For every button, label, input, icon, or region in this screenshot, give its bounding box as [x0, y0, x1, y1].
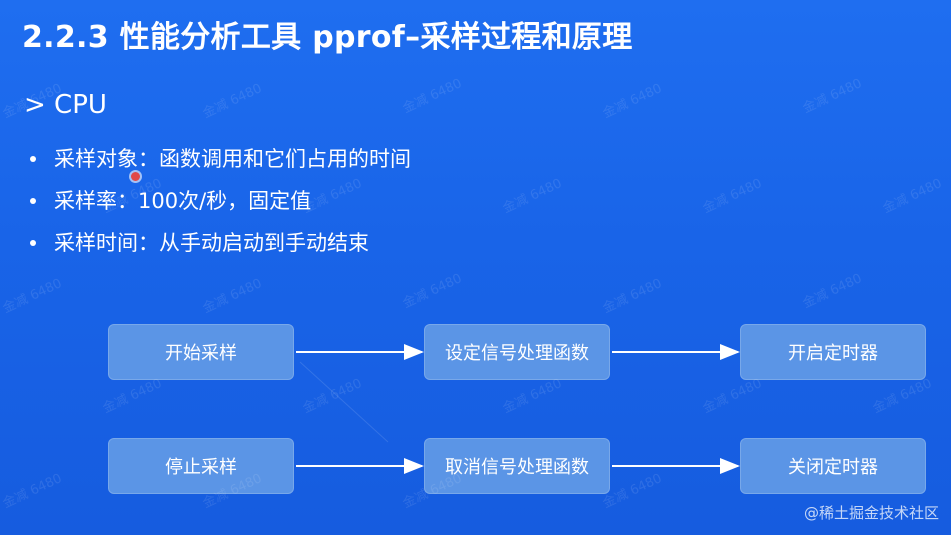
watermark: 金减 6480	[800, 271, 865, 312]
watermark: 金减 6480	[0, 471, 65, 512]
step-start-sampling: 开始采样	[108, 324, 294, 380]
watermark: 金减 6480	[200, 81, 265, 122]
bullet-text: 采样率：100次/秒，固定值	[54, 189, 312, 213]
watermark: 金减 6480	[300, 376, 365, 417]
bullet-item: 采样时间：从手动启动到手动结束	[26, 227, 411, 269]
watermark: 金减 6480	[600, 276, 665, 317]
step-set-signal-handler: 设定信号处理函数	[424, 324, 610, 380]
watermark: 金减 6480	[400, 76, 465, 117]
pointer-cursor-icon	[131, 172, 140, 181]
watermark: 金减 6480	[800, 76, 865, 117]
watermark: 金减 6480	[400, 271, 465, 312]
step-cancel-signal-handler: 取消信号处理函数	[424, 438, 610, 494]
slide-title: 2.2.3 性能分析工具 pprof–采样过程和原理	[22, 20, 633, 55]
bullet-dot-icon	[30, 240, 36, 246]
watermark: 金减 6480	[880, 176, 945, 217]
step-stop-timer: 关闭定时器	[740, 438, 926, 494]
bullet-list: 采样对象：函数调用和它们占用的时间 采样率：100次/秒，固定值 采样时间：从手…	[26, 143, 411, 269]
watermark: 金减 6480	[0, 276, 65, 317]
bullet-item: 采样对象：函数调用和它们占用的时间	[26, 143, 411, 185]
step-start-timer: 开启定时器	[740, 324, 926, 380]
source-credit: @稀土掘金技术社区	[803, 504, 939, 522]
watermark: 金减 6480	[600, 81, 665, 122]
bullet-item: 采样率：100次/秒，固定值	[26, 185, 411, 227]
watermark: 金减 6480	[500, 176, 565, 217]
faint-diagonal-arrow	[299, 361, 389, 443]
step-stop-sampling: 停止采样	[108, 438, 294, 494]
section-heading: > CPU	[24, 90, 107, 120]
bullet-text: 采样对象：函数调用和它们占用的时间	[54, 147, 411, 171]
bullet-dot-icon	[30, 198, 36, 204]
watermark: 金减 6480	[200, 276, 265, 317]
bullet-dot-icon	[30, 156, 36, 162]
bullet-text: 采样时间：从手动启动到手动结束	[54, 231, 369, 255]
watermark: 金减 6480	[700, 176, 765, 217]
